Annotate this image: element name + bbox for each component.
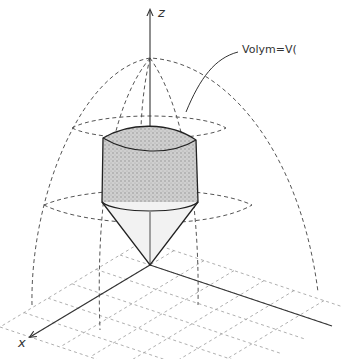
volume-callout: Volym=V(	[242, 44, 297, 55]
grid-line	[96, 269, 306, 339]
grid-line	[72, 284, 282, 354]
grid-line	[24, 313, 234, 359]
grid-line	[30, 251, 174, 337]
grid-line	[0, 327, 210, 359]
grid-line	[150, 291, 294, 359]
sphere-outline	[32, 58, 318, 330]
x-axis-label: x	[18, 336, 26, 349]
grid-line	[120, 281, 264, 359]
floor-grid	[0, 241, 341, 359]
y-axis	[150, 265, 332, 326]
ice-cream-solid	[102, 126, 198, 265]
grid-line	[180, 301, 324, 359]
grid-line	[144, 241, 341, 311]
grid-line	[90, 271, 234, 357]
grid-line	[60, 261, 204, 347]
leader-line	[186, 52, 238, 112]
z-axis-label: z	[158, 6, 165, 19]
x-axis	[30, 265, 150, 337]
